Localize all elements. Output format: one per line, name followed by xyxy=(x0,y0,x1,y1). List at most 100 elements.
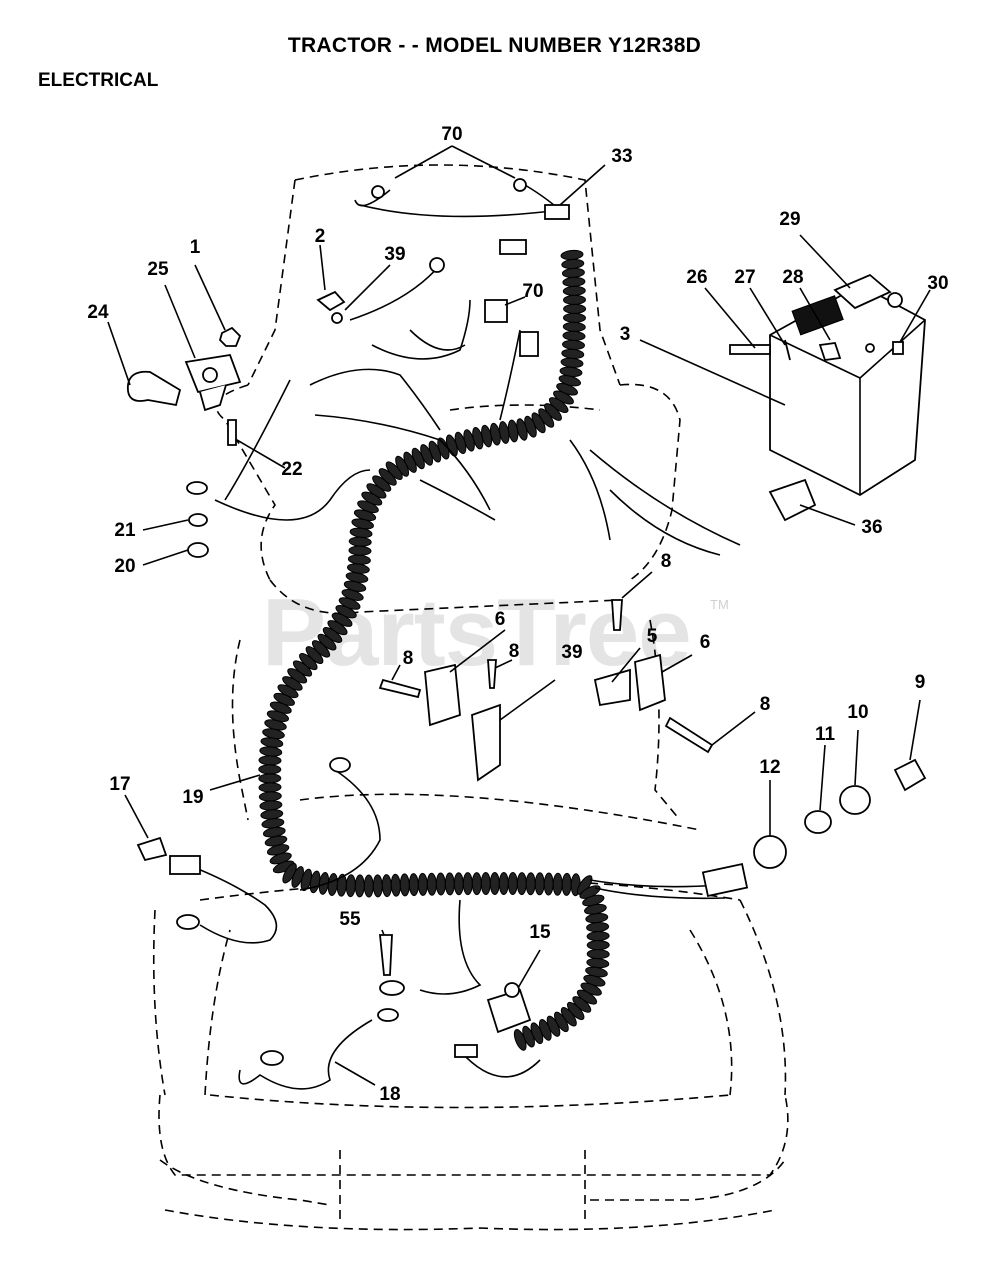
coil-loop xyxy=(354,874,365,898)
callout-2: 2 xyxy=(315,226,326,247)
bolt-22-icon xyxy=(227,419,237,446)
coil-loop xyxy=(381,874,392,898)
coil-loop xyxy=(563,312,586,323)
coil-loop xyxy=(562,321,586,332)
callout-8-center: 8 xyxy=(509,641,520,662)
screw-36-icon xyxy=(331,312,343,324)
tractor-outline xyxy=(152,164,789,1231)
trademark-mark: TM xyxy=(710,597,729,612)
section-heading: ELECTRICAL xyxy=(38,70,159,91)
washer-21-icon xyxy=(188,513,208,527)
coil-loop xyxy=(258,764,282,775)
coiled-wire-harness xyxy=(258,249,610,1051)
callout-17: 17 xyxy=(109,774,130,795)
coil-loop xyxy=(258,755,282,766)
callout-3: 3 xyxy=(620,324,631,345)
coil-loop xyxy=(259,800,283,811)
coil-loop xyxy=(562,339,585,350)
callout-22: 22 xyxy=(281,459,302,480)
clip-28-icon xyxy=(865,343,875,353)
coil-loop xyxy=(435,872,446,896)
coil-loop xyxy=(426,872,437,896)
bracket-39-icon xyxy=(471,703,501,782)
callout-5: 5 xyxy=(647,626,658,647)
screw-55-icon xyxy=(379,934,393,976)
screw-8-right-icon xyxy=(664,716,714,754)
callout-26: 26 xyxy=(686,267,707,288)
coil-loop xyxy=(453,872,464,896)
ground-ring-upper-icon xyxy=(329,757,351,773)
coil-loop xyxy=(258,782,282,793)
callout-labels: 70 33 2 39 70 1 25 24 22 21 20 3 26 27 2… xyxy=(87,124,948,1105)
coil-loop xyxy=(586,922,610,933)
ring-terminal-icon xyxy=(429,257,445,273)
ground-ring-lower-icon xyxy=(176,914,200,930)
callout-1: 1 xyxy=(190,237,201,258)
screw-8-center-icon xyxy=(487,659,497,689)
seat-switch-plunger-icon xyxy=(504,982,520,998)
ring-terminal-18a-icon xyxy=(377,1008,399,1022)
battery-post-icon xyxy=(887,292,903,308)
harness-plug-top-icon xyxy=(499,239,527,255)
coil-loop xyxy=(560,357,584,368)
callout-6-left: 6 xyxy=(495,609,506,630)
coil-loop xyxy=(462,872,473,896)
nut-11-icon xyxy=(804,810,832,834)
parts xyxy=(126,178,927,1066)
harness-plug-mid-icon xyxy=(519,331,539,357)
callout-9: 9 xyxy=(915,672,926,693)
nut-30-icon xyxy=(892,341,904,355)
callout-15: 15 xyxy=(529,922,551,943)
bezel-10-icon xyxy=(839,785,871,815)
ring-lug-icon xyxy=(186,481,208,495)
callout-8-left: 8 xyxy=(403,648,414,669)
coil-loop xyxy=(563,303,587,314)
coil-loop xyxy=(560,249,584,261)
coil-loop xyxy=(480,872,491,895)
solenoid-terminal-icon xyxy=(202,367,218,383)
bolt-26-icon xyxy=(729,344,771,355)
connector-70-icon xyxy=(484,299,508,323)
coil-loop xyxy=(363,874,374,898)
coil-loop xyxy=(471,872,482,896)
ignition-switch-icon xyxy=(753,835,787,869)
seat-switch-plug-icon xyxy=(454,1044,478,1058)
fuse-holder-icon xyxy=(169,855,201,875)
callout-32: 33 xyxy=(611,146,632,167)
washer-27-icon xyxy=(784,339,791,361)
coil-loop xyxy=(516,872,527,896)
coil-loop xyxy=(534,872,545,896)
coil-loop xyxy=(552,872,563,896)
callout-18: 18 xyxy=(379,1084,400,1105)
ground-ring-55-icon xyxy=(379,980,405,996)
callout-31: 70 xyxy=(441,124,462,145)
coil-loop xyxy=(345,874,356,898)
callout-8-top: 8 xyxy=(661,551,672,572)
callout-33: 36 xyxy=(861,517,882,538)
ground-terminal-icon xyxy=(316,290,346,312)
coil-loop xyxy=(525,872,536,896)
coil-loop xyxy=(417,872,428,896)
callout-8-right: 8 xyxy=(760,694,771,715)
nut-20-icon xyxy=(187,542,209,558)
callout-30: 30 xyxy=(927,273,948,294)
bracket-5-icon xyxy=(593,668,631,707)
coil-loop xyxy=(563,294,586,305)
coil-loop xyxy=(372,874,383,898)
coil-loop xyxy=(561,348,585,359)
headlight-bulb-right-icon xyxy=(513,178,527,192)
coil-loop xyxy=(444,872,455,896)
callout-24: 24 xyxy=(87,302,109,323)
coil-loop xyxy=(399,873,410,897)
coil-loop xyxy=(498,872,509,895)
coil-loop xyxy=(543,872,554,896)
callout-55: 55 xyxy=(339,909,361,930)
callout-25: 25 xyxy=(147,259,169,280)
coil-loop xyxy=(513,1029,527,1051)
callout-70: 70 xyxy=(522,281,543,302)
battery-icon xyxy=(769,283,926,497)
callout-29: 29 xyxy=(779,209,800,230)
ring-terminal-18b-icon xyxy=(260,1050,284,1066)
ignition-connector-icon xyxy=(701,863,749,897)
